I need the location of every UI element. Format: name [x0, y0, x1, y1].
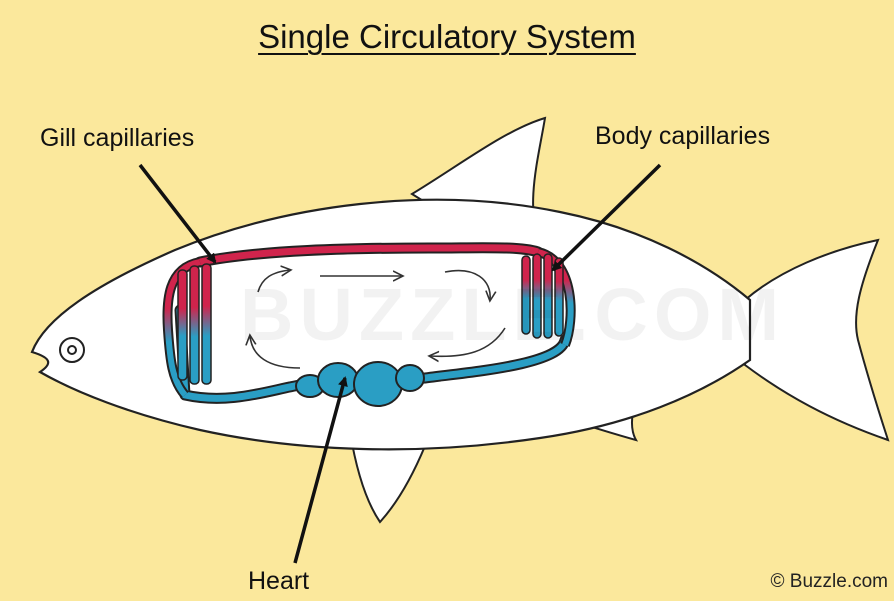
watermark: BUZZLE.COM — [240, 272, 785, 357]
diagram-title: Single Circulatory System — [258, 18, 636, 55]
heart-label: Heart — [248, 567, 309, 596]
title-wrapper: Single Circulatory System — [0, 18, 894, 56]
copyright-credit: © Buzzle.com — [771, 571, 888, 593]
eye-inner — [68, 346, 76, 354]
gill-pointer-arrow — [140, 165, 215, 262]
body-capillaries-label: Body capillaries — [595, 122, 770, 151]
gill-capillaries-label: Gill capillaries — [40, 124, 194, 153]
